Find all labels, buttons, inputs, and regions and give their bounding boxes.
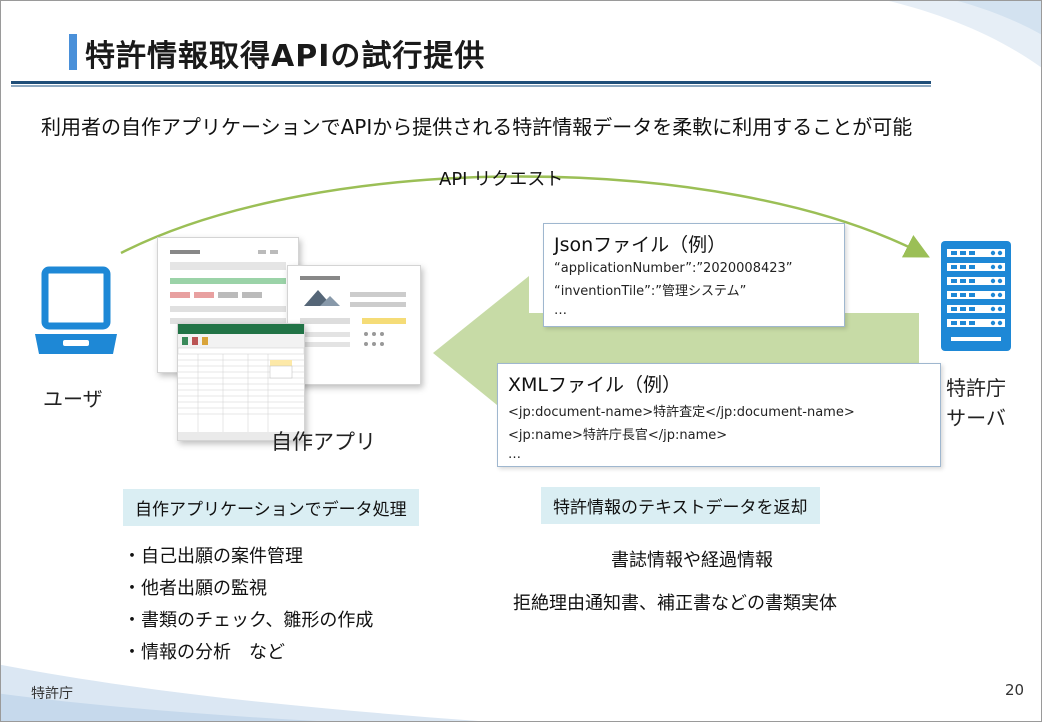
left-bullet-2: ・他者出願の監視 — [123, 578, 267, 599]
left-bullet-list: ・自己出願の案件管理 ・他者出願の監視 ・書類のチェック、雛形の作成 ・情報の分… — [123, 541, 373, 669]
title-underline — [11, 81, 931, 84]
xml-example-card: XMLファイル（例） <jp:document-name>特許査定</jp:do… — [497, 363, 941, 467]
left-bullet-4: ・情報の分析 など — [123, 642, 285, 663]
left-bullet-1: ・自己出願の案件管理 — [123, 546, 303, 567]
laptop-icon — [35, 266, 117, 354]
left-bullet-3: ・書類のチェック、雛形の作成 — [123, 610, 374, 631]
subtitle: 利用者の自作アプリケーションでAPIから提供される特許情報データを柔軟に利用する… — [41, 115, 913, 139]
json-card-title: Jsonファイル（例） — [554, 234, 727, 256]
xml-card-line-2: <jp:name>特許庁長官</jp:name> — [508, 428, 728, 443]
xml-card-line-1: <jp:document-name>特許査定</jp:document-name… — [508, 405, 855, 420]
left-heading: 自作アプリケーションでデータ処理 — [123, 489, 419, 526]
server-label-line1: 特許庁 — [946, 376, 1006, 400]
json-card-line-3: … — [554, 303, 567, 318]
xml-card-title: XMLファイル（例） — [508, 374, 681, 396]
page-title: 特許情報取得APIの試行提供 — [85, 39, 486, 74]
json-card-line-1: “applicationNumber”:”2020008423” — [554, 261, 793, 276]
json-example-card: Jsonファイル（例） “applicationNumber”:”2020008… — [543, 223, 845, 327]
right-line-2: 拒絶理由通知書、補正書などの書類実体 — [513, 593, 837, 614]
title-underline-accent — [11, 85, 931, 87]
decorative-swoosh-top-right — [888, 1, 1041, 68]
right-heading: 特許情報のテキストデータを返却 — [541, 487, 820, 524]
app-document-middle — [287, 265, 421, 385]
title-accent-bar — [69, 34, 77, 70]
footer-organization: 特許庁 — [31, 686, 73, 702]
xml-card-line-3: … — [508, 447, 521, 462]
app-spreadsheet — [177, 323, 305, 441]
server-icon — [941, 241, 1011, 351]
json-card-line-2: “inventionTile”:”管理システム” — [554, 284, 747, 299]
user-label: ユーザ — [43, 387, 103, 411]
decorative-swoosh-bottom-left — [1, 664, 479, 721]
server-label-line2: サーバ — [946, 406, 1006, 430]
api-request-label: API リクエスト — [439, 169, 564, 190]
app-label: 自作アプリ — [271, 430, 376, 454]
right-line-1: 書誌情報や経過情報 — [611, 550, 773, 571]
page-number: 20 — [1005, 681, 1025, 699]
server-label: 特許庁 サーバ — [941, 373, 1011, 433]
